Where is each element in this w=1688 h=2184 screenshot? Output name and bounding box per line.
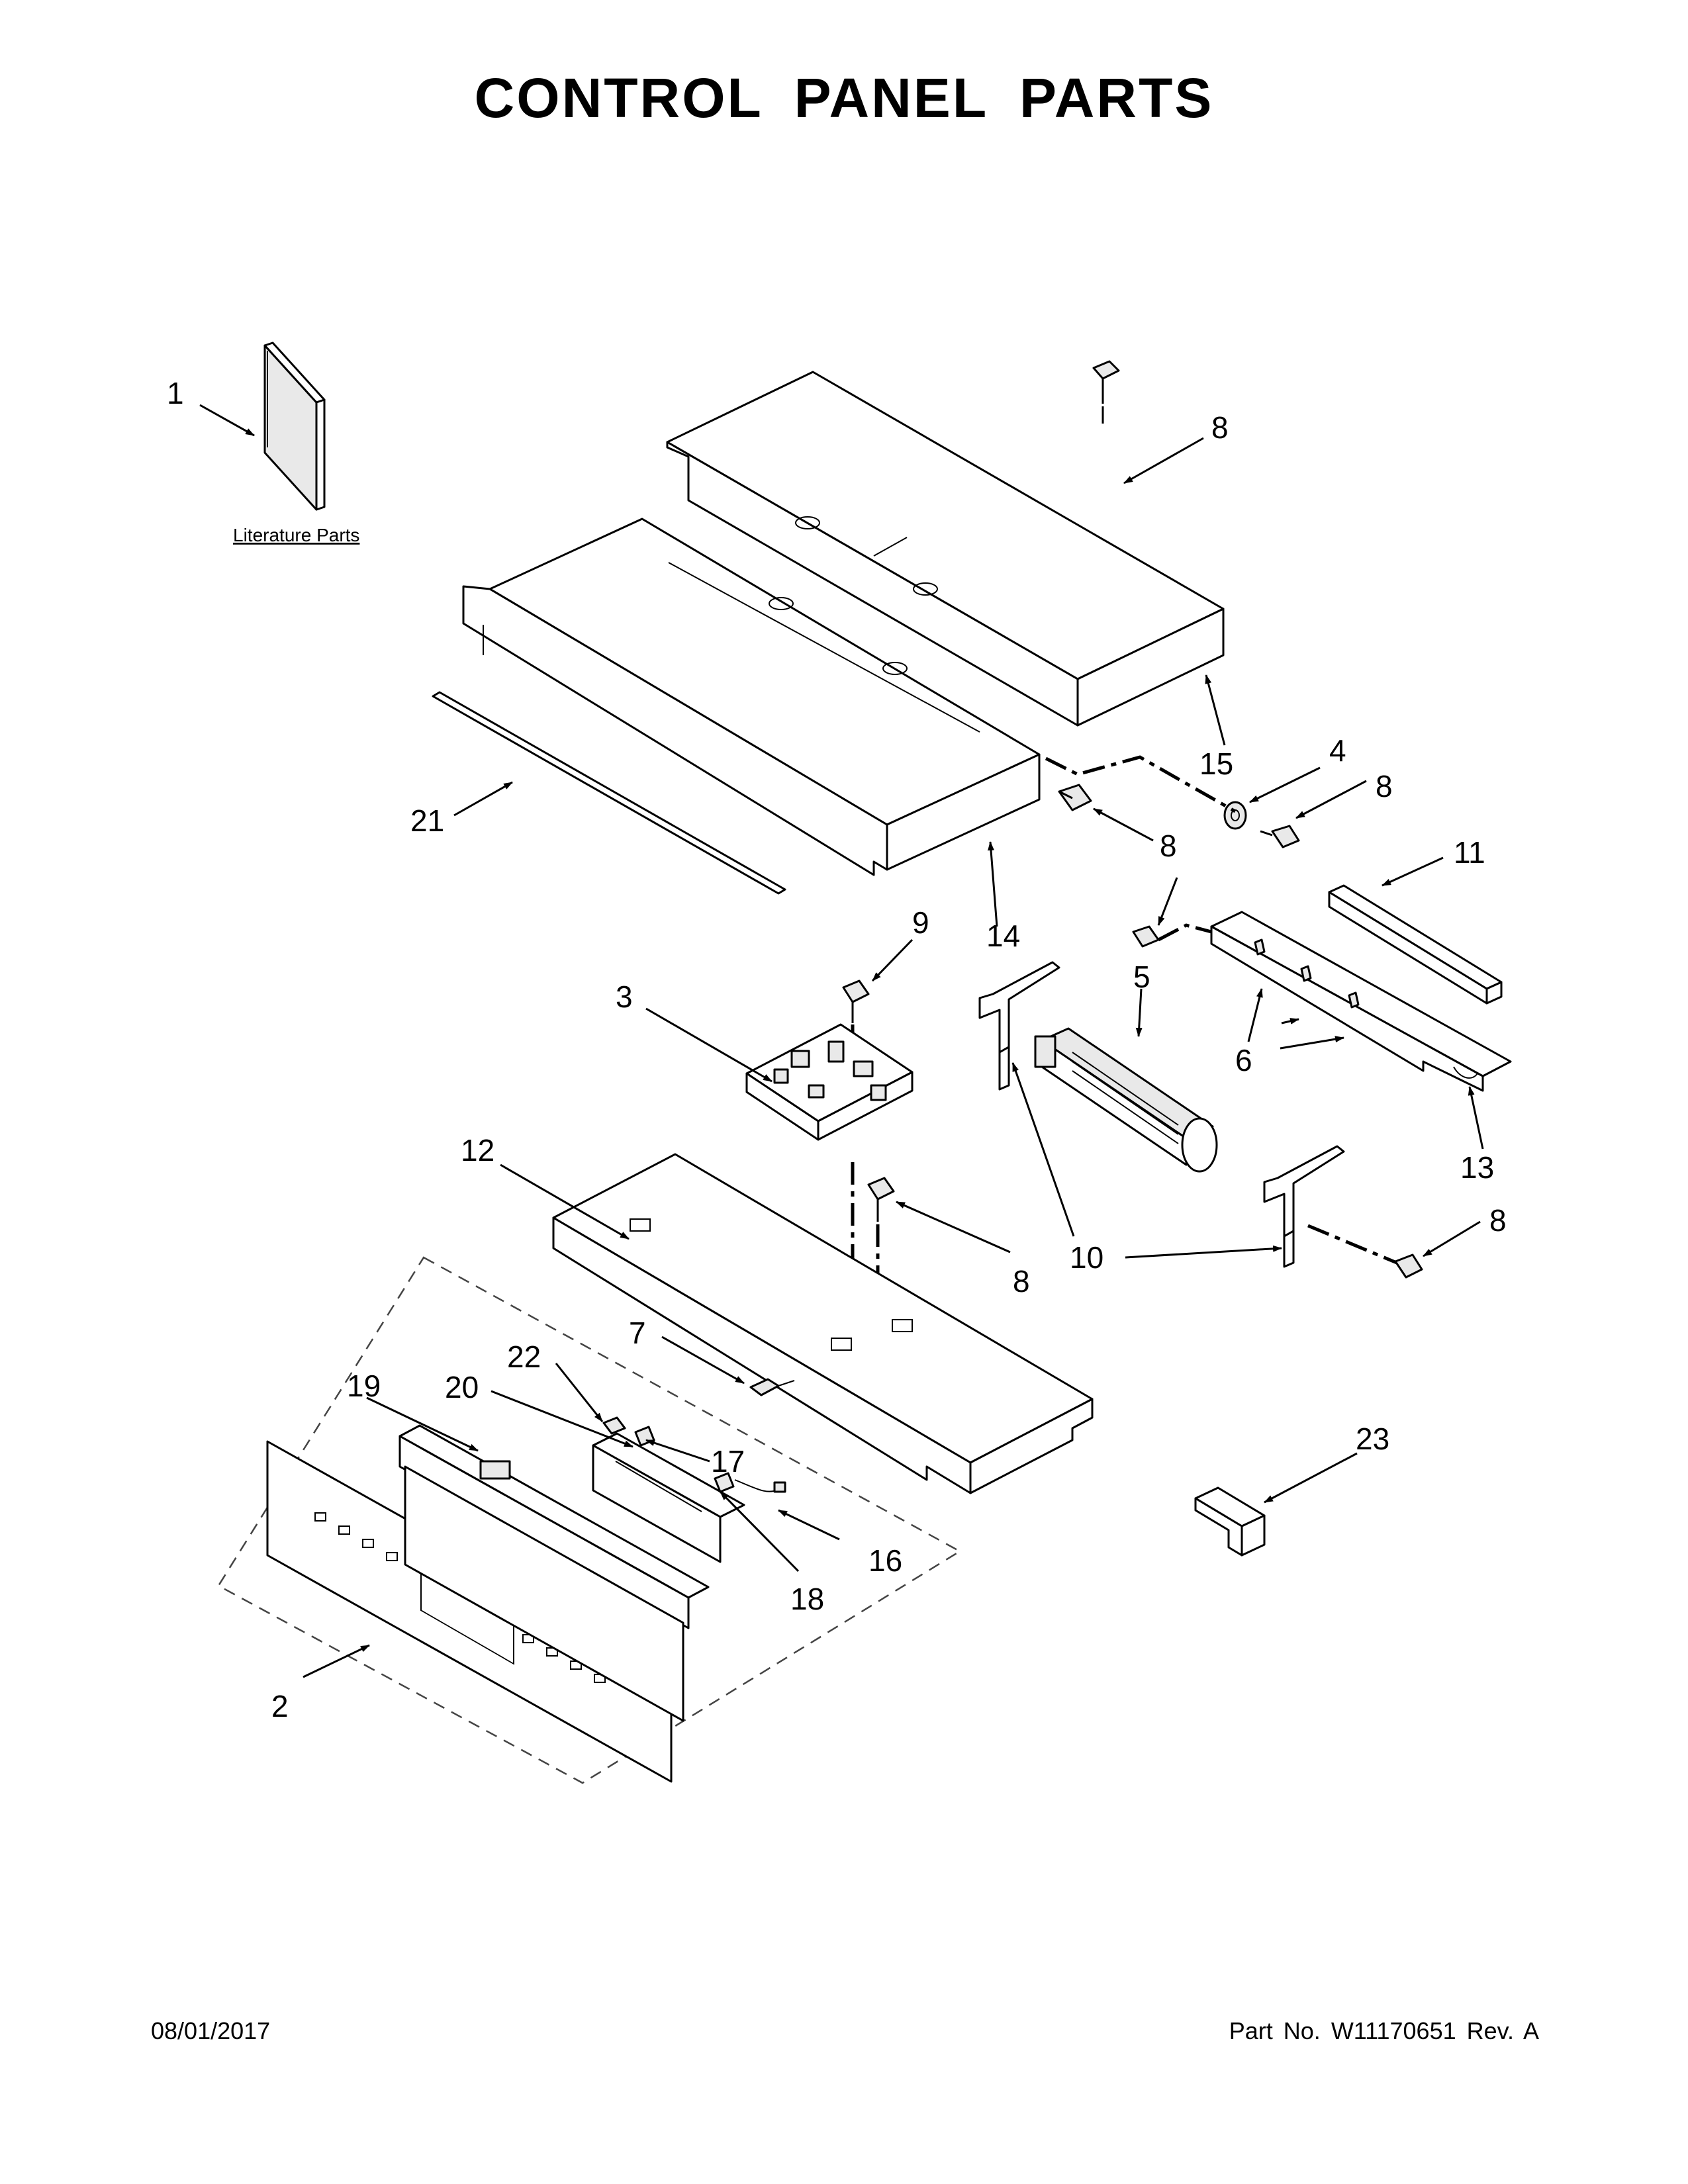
callout-4: 4 [1329,733,1346,768]
callout-22: 22 [507,1340,541,1374]
leader-arrows [199,404,1484,1678]
literature-parts-label: Literature Parts [233,525,359,545]
callout-8: 8 [1211,410,1229,445]
control-mounting-plate [552,1153,1094,1494]
screw-9 [842,979,870,1023]
footer-date: 08/01/2017 [151,2017,271,2044]
callout-20: 20 [445,1370,479,1404]
user-interface-board [399,1424,710,1722]
callout-11: 11 [1454,835,1485,870]
clip-18 [714,1472,735,1493]
callout-8: 8 [1489,1203,1507,1238]
callout-5: 5 [1133,960,1150,994]
callout-19: 19 [347,1369,381,1403]
fan-bracket-right [1263,1145,1345,1268]
cooling-fan [1034,1027,1218,1173]
power-board [745,1023,914,1141]
callout-21: 21 [410,803,444,838]
callout-14: 14 [986,919,1020,953]
callout-13: 13 [1460,1150,1494,1185]
literature-booklet [263,341,326,511]
wire-channel [1210,911,1512,1092]
callout-18: 18 [790,1582,824,1616]
callout-7: 7 [629,1316,646,1350]
screw-bracket [1260,825,1300,848]
fan-bracket-left [978,961,1060,1091]
callout-17: 17 [711,1444,745,1479]
callout-1: 1 [167,376,184,410]
screw-shroud-side [1058,784,1092,811]
board-screw-22 [602,1416,626,1435]
callout-9: 9 [912,905,929,940]
control-shroud [462,518,1041,876]
small-clip [749,1378,795,1396]
screw-channel [1132,925,1160,948]
callout-8: 8 [1376,769,1393,803]
callout-2: 2 [271,1689,289,1723]
callout-15: 15 [1199,747,1233,781]
grommet [1223,801,1247,830]
insulation-bar [1328,884,1503,1005]
rear-control-cover [666,371,1225,727]
footer-part-number: Part No. W11170651 Rev. A [1229,2017,1539,2044]
page-title: CONTROL PANEL PARTS [474,67,1214,129]
screw-right-bracket [1394,1253,1423,1279]
callout-8: 8 [1160,829,1177,863]
callout-23: 23 [1356,1422,1389,1456]
harness-16 [734,1479,786,1493]
callout-16: 16 [868,1543,902,1578]
callout-8: 8 [1013,1264,1030,1298]
bracket-23 [1194,1486,1266,1557]
callout-12: 12 [461,1133,494,1167]
screw-top-cover [1092,360,1120,424]
standoff-pins [1254,938,1360,1009]
callout-3: 3 [616,979,633,1014]
callout-10: 10 [1070,1240,1103,1275]
screw-board [867,1177,895,1222]
callout-6: 6 [1235,1043,1252,1077]
callout-labels: 1 8 15 4 8 8 11 14 21 9 3 5 6 13 12 10 8… [167,376,1507,1723]
trim-strip [432,691,786,895]
